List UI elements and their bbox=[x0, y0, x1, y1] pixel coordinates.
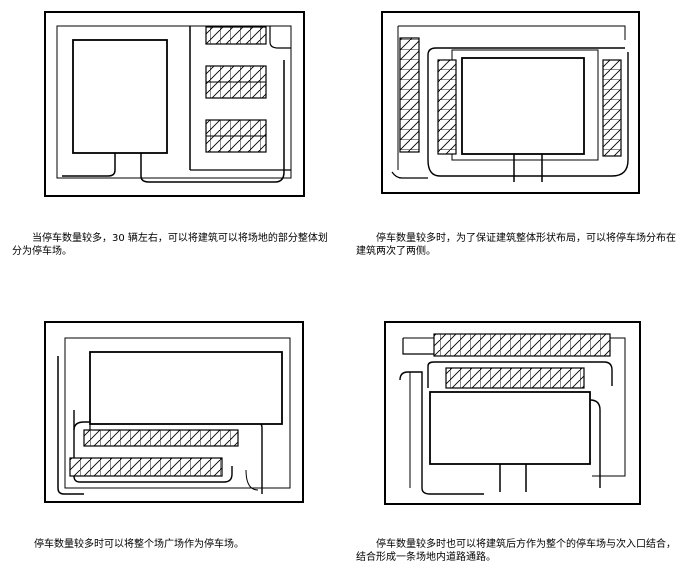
panel-4-diagram bbox=[384, 321, 641, 505]
caption-panel-2: 停车数量较多时，为了保证建筑整体形状布局，可以将停车场分布在建筑两次了两侧。 bbox=[356, 233, 676, 257]
road bbox=[57, 356, 84, 495]
road bbox=[73, 410, 233, 483]
inner-road-line bbox=[64, 337, 291, 489]
parking-bays-right bbox=[602, 59, 622, 157]
parking-bays bbox=[83, 429, 239, 447]
caption-panel-1: 当停车数量较多，30 辆左右，可以将建筑可以将场地的部分整体划分为停车场。 bbox=[12, 233, 328, 257]
building bbox=[72, 39, 168, 154]
road bbox=[399, 371, 484, 495]
panel-2-diagram bbox=[381, 11, 640, 194]
site-boundary bbox=[44, 11, 305, 197]
parking-bays-middle bbox=[445, 367, 585, 389]
parking-bays-left-inner bbox=[437, 59, 457, 155]
parking-bays-left bbox=[399, 37, 420, 153]
site-boundary bbox=[384, 321, 641, 505]
road bbox=[427, 47, 625, 160]
building bbox=[429, 391, 591, 465]
inner-road-line bbox=[398, 25, 626, 40]
caption-panel-3: 停车数量较多时可以将整个场广场作为停车场。 bbox=[34, 539, 244, 550]
building bbox=[461, 57, 585, 155]
parking-bays bbox=[69, 457, 223, 477]
building bbox=[89, 351, 283, 425]
panel-3-diagram bbox=[44, 321, 304, 503]
parking-bays-top bbox=[433, 333, 611, 357]
inner-road-line bbox=[56, 25, 292, 179]
entry-path bbox=[140, 60, 285, 183]
entry-path bbox=[62, 153, 116, 177]
road bbox=[427, 52, 629, 177]
caption-panel-4: 停车数量较多时也可以将建筑后方作为整个的停车场与次入口结合，结合形成一条场地内道… bbox=[356, 539, 676, 563]
site-boundary bbox=[381, 11, 640, 194]
road bbox=[427, 361, 613, 388]
panel-1-diagram bbox=[44, 11, 305, 197]
parking-bays bbox=[205, 26, 267, 45]
site-boundary bbox=[44, 321, 304, 503]
road bbox=[245, 469, 259, 491]
